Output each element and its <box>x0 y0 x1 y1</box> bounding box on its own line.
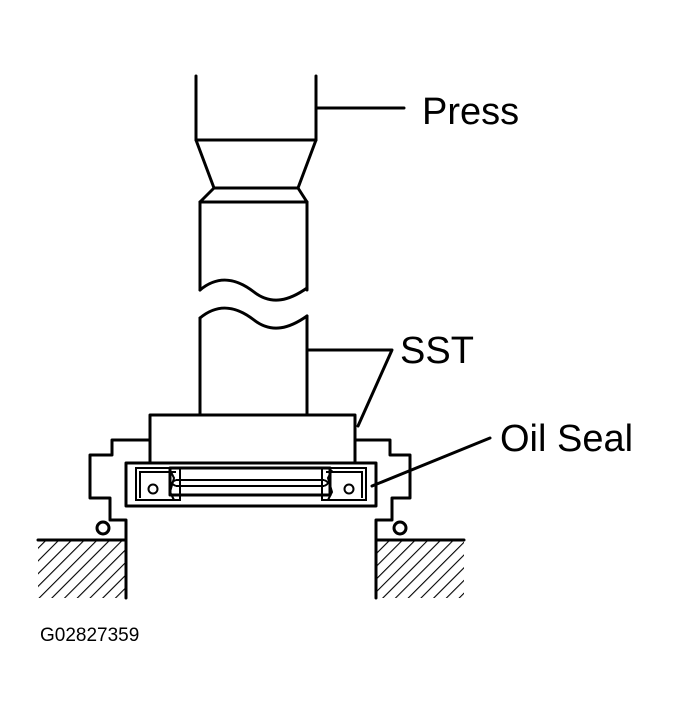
oil-seal <box>124 461 378 508</box>
o-ring-left <box>95 520 111 536</box>
o-ring-right <box>392 520 408 536</box>
press-label: Press <box>422 91 519 133</box>
sst-label: SST <box>400 330 474 372</box>
oil-seal-label: Oil Seal <box>500 418 633 460</box>
sst-base <box>148 413 357 465</box>
figure-id: G02827359 <box>40 625 139 646</box>
oil-seal-leader-line <box>370 436 492 488</box>
sst-shaft <box>198 186 309 417</box>
support-block-right <box>374 538 466 598</box>
support-block-left <box>36 538 128 598</box>
sst-leader-line <box>305 348 394 428</box>
press-ram <box>194 74 318 190</box>
